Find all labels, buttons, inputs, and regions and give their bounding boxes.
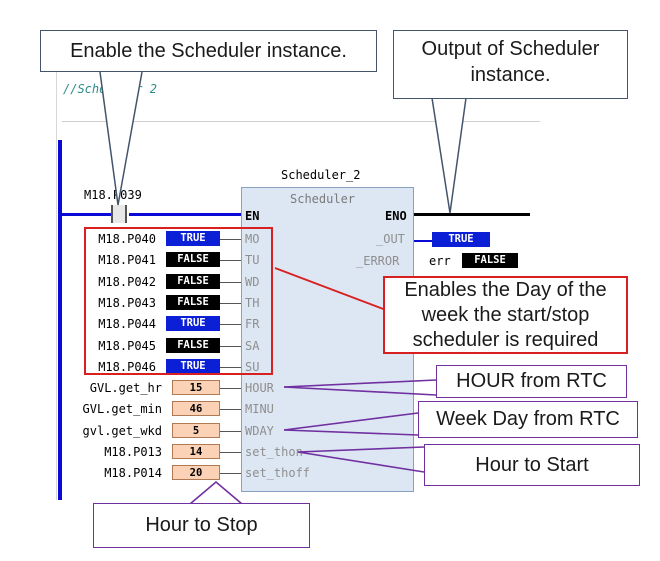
input-var-10: M18.P013 — [104, 445, 162, 459]
error-value-badge: FALSE — [462, 253, 518, 268]
error-var: err — [429, 254, 451, 268]
input-wire-11 — [220, 473, 241, 474]
pin-3: TH — [245, 296, 260, 310]
en-rung-left — [62, 213, 112, 216]
contact-m18-p039[interactable] — [111, 205, 127, 223]
day-inputs-highlight — [84, 227, 273, 375]
input-wire-3 — [220, 303, 241, 304]
input-wire-8 — [220, 409, 241, 410]
input-value-badge-0[interactable]: TRUE — [166, 231, 220, 246]
input-value-badge-1[interactable]: FALSE — [166, 252, 220, 267]
input-var-2: M18.P042 — [98, 275, 156, 289]
input-value-badge-10[interactable]: 14 — [172, 444, 220, 459]
input-value-badge-6[interactable]: TRUE — [166, 359, 220, 374]
pin-1: TU — [245, 253, 260, 267]
out-wire — [414, 240, 432, 242]
input-var-0: M18.P040 — [98, 232, 156, 246]
input-value-badge-5[interactable]: FALSE — [166, 338, 220, 353]
input-value-badge-2[interactable]: FALSE — [166, 274, 220, 289]
days-callout: Enables the Day of the week the start/st… — [383, 276, 628, 354]
pin-9: WDAY — [245, 424, 274, 438]
input-wire-5 — [220, 346, 241, 347]
fb-type-label: Scheduler — [290, 192, 356, 206]
pin-eno: ENO — [385, 209, 407, 223]
pin-out: _OUT — [376, 232, 405, 246]
input-value-badge-4[interactable]: TRUE — [166, 316, 220, 331]
input-var-5: M18.P045 — [98, 339, 156, 353]
enable-callout: Enable the Scheduler instance. — [40, 30, 377, 72]
eno-rung — [414, 213, 530, 216]
input-value-badge-3[interactable]: FALSE — [166, 295, 220, 310]
input-wire-6 — [220, 367, 241, 368]
input-wire-10 — [220, 452, 241, 453]
stop-callout: Hour to Stop — [93, 503, 310, 548]
input-value-badge-8[interactable]: 46 — [172, 401, 220, 416]
input-var-11: M18.P014 — [104, 466, 162, 480]
pin-8: MINU — [245, 402, 274, 416]
input-wire-1 — [220, 260, 241, 261]
pin-error: _ERROR — [356, 254, 400, 268]
input-wire-4 — [220, 324, 241, 325]
pin-11: set_thoff — [245, 466, 311, 480]
output-callout: Output of Scheduler instance. — [393, 30, 628, 99]
gutter-line — [56, 60, 57, 500]
pin-5: SA — [245, 339, 260, 353]
stop-pointer — [189, 480, 243, 505]
input-value-badge-11[interactable]: 20 — [172, 465, 220, 480]
input-var-9: gvl.get_wkd — [82, 424, 162, 438]
output-pointer — [431, 97, 467, 214]
start-callout: Hour to Start — [424, 444, 640, 486]
pin-7: HOUR — [245, 381, 274, 395]
input-wire-2 — [220, 282, 241, 283]
input-var-4: M18.P044 — [98, 317, 156, 331]
pin-10: set_thon — [245, 445, 303, 459]
pin-6: SU — [245, 360, 260, 374]
network-separator — [62, 121, 540, 122]
left-rail — [58, 140, 62, 500]
network-comment: //Scheduler 2 — [63, 82, 157, 96]
input-wire-7 — [220, 388, 241, 389]
en-rung-right — [129, 213, 241, 216]
input-wire-0 — [220, 239, 241, 240]
input-value-badge-7[interactable]: 15 — [172, 380, 220, 395]
hour-callout: HOUR from RTC — [436, 365, 627, 398]
pin-0: MO — [245, 232, 260, 246]
input-var-6: M18.P046 — [98, 360, 156, 374]
input-value-badge-9[interactable]: 5 — [172, 423, 220, 438]
input-wire-9 — [220, 431, 241, 432]
out-value-badge: TRUE — [432, 232, 490, 247]
pin-2: WD — [245, 275, 260, 289]
pin-en: EN — [245, 209, 260, 223]
instance-name: Scheduler_2 — [281, 168, 361, 182]
input-var-3: M18.P043 — [98, 296, 156, 310]
input-var-7: GVL.get_hr — [89, 381, 162, 395]
contact-label: M18.P039 — [84, 188, 142, 202]
input-var-8: GVL.get_min — [82, 402, 162, 416]
pin-4: FR — [245, 317, 260, 331]
input-var-1: M18.P041 — [98, 253, 156, 267]
weekday-callout: Week Day from RTC — [418, 401, 638, 438]
